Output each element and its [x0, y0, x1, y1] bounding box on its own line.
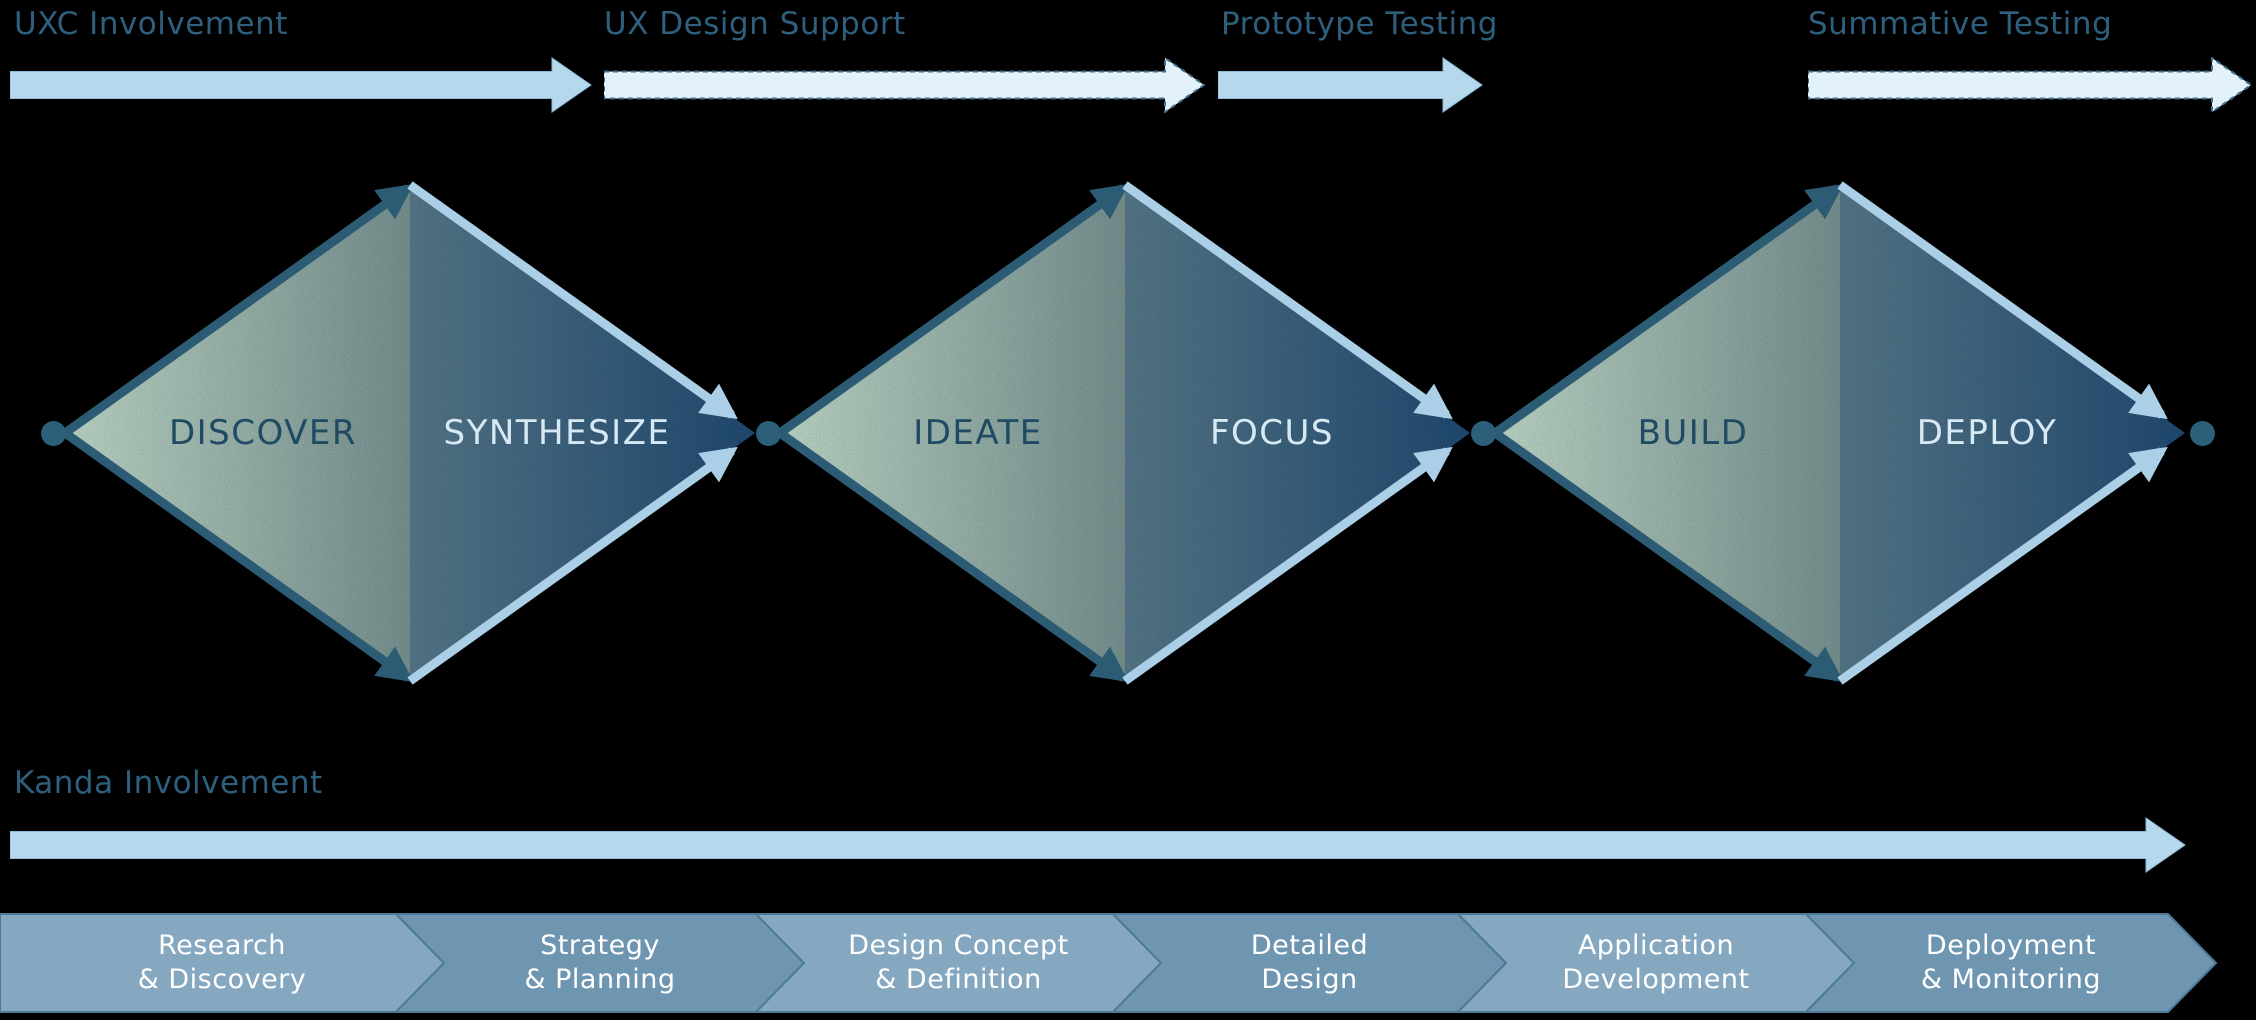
process-step-line1: Application	[1577, 929, 1735, 961]
diamond-stage-label-discover: DISCOVER	[168, 413, 358, 453]
process-step-line2: & Monitoring	[1920, 964, 2102, 995]
phase-arrow-prototype-testing	[1218, 57, 1483, 113]
stage-node-dot	[40, 420, 66, 446]
diamond-build-deploy: BUILD DEPLOY	[1490, 178, 2190, 688]
diamond-ideate-focus: IDEATE FOCUS	[775, 178, 1475, 688]
process-step-line1: Deployment	[1925, 929, 2097, 961]
process-step-line2: & Planning	[524, 964, 676, 995]
diamond-ideate-focus-shape	[777, 181, 1470, 685]
process-step-chevron-deployment-monitoring	[1803, 913, 2218, 1013]
process-step-line1: Research	[158, 929, 286, 961]
stage-node-dot	[2189, 420, 2215, 446]
stage-node-dot	[1470, 420, 1496, 446]
phase-label-uxc-involvement: UXC Involvement	[14, 6, 288, 42]
phase-arrow-ux-design-support	[604, 57, 1205, 113]
process-step-line1: Design Concept	[848, 929, 1069, 961]
phase-label-prototype-testing: Prototype Testing	[1221, 6, 1498, 42]
diamond-stage-label-focus: FOCUS	[1209, 413, 1335, 453]
process-step-line2: & Definition	[875, 964, 1042, 995]
process-step-line2: & Discovery	[137, 964, 307, 995]
diamond-stage-label-synthesize: SYNTHESIZE	[443, 413, 671, 453]
process-step-label-research-discovery: Research& Discovery	[52, 913, 392, 1013]
phase-arrow-kanda-involvement	[10, 817, 2186, 873]
diamond-stage-label-build: BUILD	[1637, 413, 1749, 453]
stage-node-dot	[755, 420, 781, 446]
process-step-line1: Detailed	[1250, 929, 1369, 961]
diamond-stage-label-deploy: DEPLOY	[1916, 413, 2058, 453]
phase-arrow-summative-testing	[1808, 57, 2252, 113]
process-step-line2: Development	[1562, 964, 1750, 995]
diamond-discover-synthesize: DISCOVER SYNTHESIZE	[60, 178, 760, 688]
process-step-label-design-concept-definition: Design Concept& Definition	[789, 913, 1129, 1013]
phase-label-ux-design-support: UX Design Support	[604, 6, 906, 42]
process-step-label-strategy-planning: Strategy& Planning	[430, 913, 770, 1013]
process-steps-bar	[0, 913, 2218, 1013]
process-step-line2: Design	[1261, 964, 1358, 995]
process-step-label-deployment-monitoring: Deployment& Monitoring	[1841, 913, 2181, 1013]
phase-arrow-uxc-involvement	[10, 57, 592, 113]
phase-label-summative-testing: Summative Testing	[1808, 6, 2113, 42]
diamond-build-deploy-shape	[1492, 181, 2185, 685]
diamond-discover-synthesize-shape	[62, 181, 755, 685]
phase-label-kanda-involvement: Kanda Involvement	[14, 765, 323, 801]
process-step-line1: Strategy	[540, 929, 660, 961]
diamond-stage-label-ideate: IDEATE	[913, 413, 1043, 453]
